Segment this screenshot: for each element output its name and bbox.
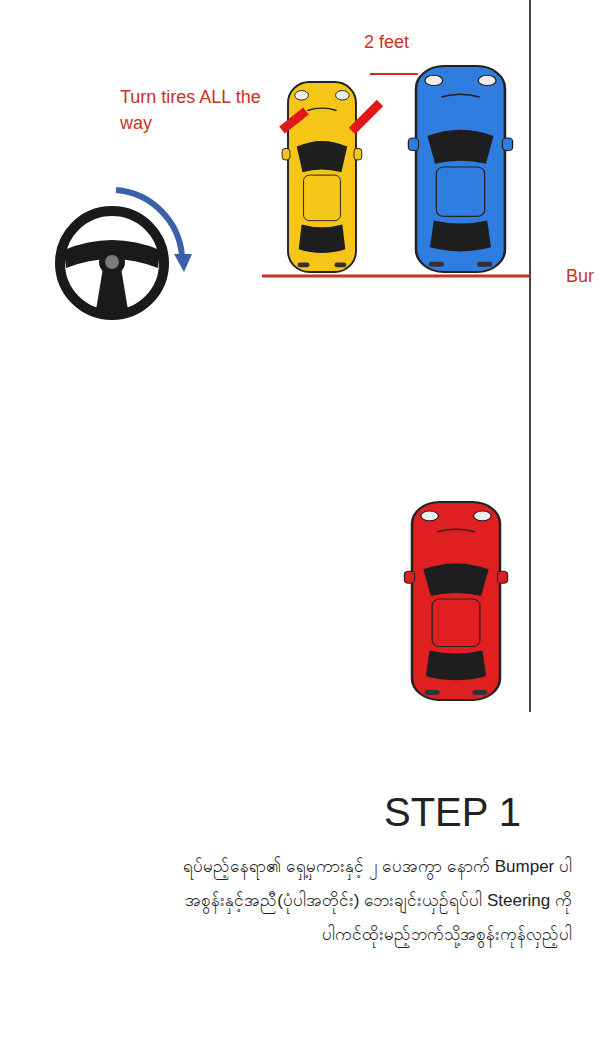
red-car	[404, 502, 507, 700]
tire-mark	[282, 111, 306, 130]
bumper-line	[262, 275, 530, 278]
blue-car	[408, 66, 512, 272]
tire-mark	[352, 103, 380, 131]
steering-wheel	[60, 211, 164, 315]
instruction-note: Turn tires ALL the way	[120, 84, 270, 136]
turn-arrow	[116, 190, 192, 272]
curb-line	[529, 0, 531, 712]
dimension-label: 2 feet	[364, 32, 409, 53]
step-caption: ရပ်မည့်နေရာ၏ ရှေ့မှကားနှင့် ၂ ပေအကွာ နော…	[170, 850, 572, 952]
yellow-car	[282, 82, 362, 272]
gap-line	[370, 73, 418, 75]
bumper-label: Bur	[566, 266, 594, 287]
step-title: STEP 1	[384, 790, 521, 835]
